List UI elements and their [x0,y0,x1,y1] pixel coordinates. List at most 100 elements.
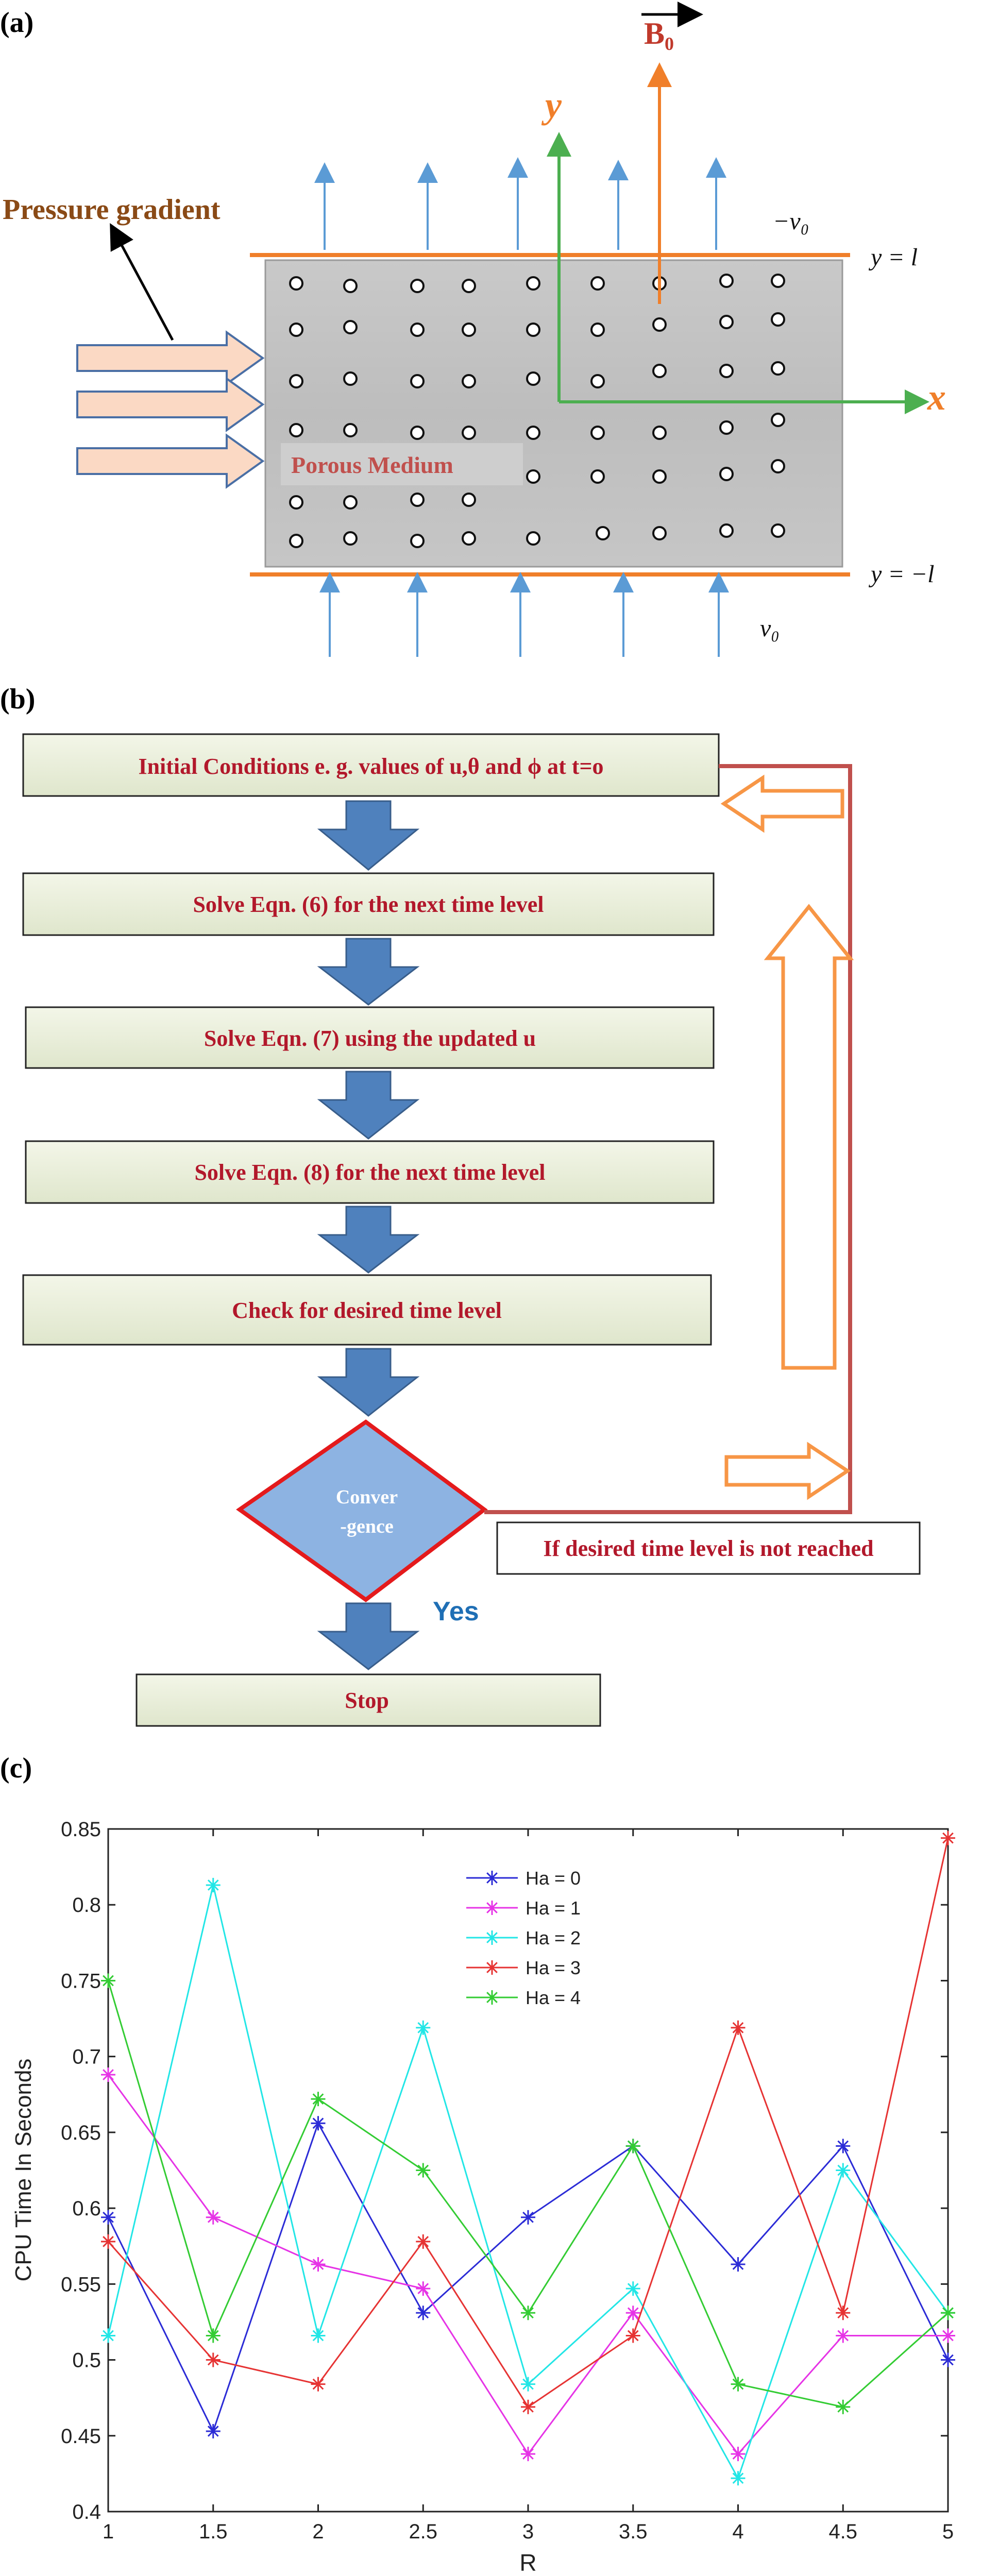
step5-text: Check for desired time level [232,1298,502,1323]
legend-label-3: Ha = 3 [526,1957,581,1978]
pressure-pointer-arrow [110,223,174,341]
data-point-marker [101,2210,115,2225]
top-suction-arrows [314,157,726,250]
x-tick-label: 5 [942,2520,954,2543]
data-point-marker [625,2139,640,2154]
step4-text: Solve Eqn. (8) for the next time level [194,1160,545,1185]
y-tick-label: 0.45 [61,2425,101,2448]
y-tick-label: 0.75 [61,1970,101,1992]
down-arrows [317,800,420,1670]
data-point-marker [941,1831,955,1845]
legend-label-0: Ha = 0 [526,1868,581,1889]
legend-label-4: Ha = 4 [526,1987,581,2008]
bottom-wall-label: y = −l [868,561,934,588]
data-point-marker [416,2020,431,2035]
medium-label-bg [281,443,523,485]
data-point-marker [521,2306,535,2320]
stop-box [136,1673,601,1727]
data-point-marker [731,2377,746,2392]
y-tick-label: 0.8 [72,1894,101,1917]
data-point-marker [206,2328,221,2343]
loop-direction-arrows [720,774,854,1500]
data-point-marker [311,2328,326,2343]
x-tick-label: 2 [312,2520,324,2543]
panel-label-b: (b) [0,683,35,715]
x-tick-label: 3 [522,2520,534,2543]
y-tick-label: 0.6 [72,2197,101,2220]
data-point-marker [416,2163,431,2178]
loop-label-box [496,1521,921,1575]
data-point-marker [521,2447,535,2462]
data-point-marker [311,2092,326,2107]
data-point-marker [485,1901,499,1915]
panel-label-a: (a) [0,7,33,39]
pressure-gradient-label: Pressure gradient [3,194,221,226]
pressure-arrows [76,330,265,489]
data-point-marker [941,2306,955,2320]
bottom-velocity-label: v₀ [760,615,780,642]
data-point-marker [836,2306,851,2320]
data-point-marker [206,2210,221,2225]
data-point-marker [625,2281,640,2296]
data-point-marker [836,2163,851,2178]
panel-label-c: (c) [0,1752,32,1784]
data-point-marker [836,2328,851,2343]
porous-medium-label: Porous Medium [291,452,453,478]
step1-box [22,733,720,797]
y-ticks: 0.40.450.50.550.60.650.70.750.80.85 [61,1818,948,2523]
data-point-marker [206,1877,221,1892]
y-tick-label: 0.85 [61,1818,101,1841]
legend-label-1: Ha = 1 [526,1897,581,1919]
convergence-diamond [236,1419,488,1602]
data-point-marker [521,2210,535,2225]
step3-box [25,1006,715,1069]
data-point-marker [416,2234,431,2249]
data-point-marker [731,2020,746,2035]
x-axis-label: x [927,377,946,418]
data-point-marker [941,2328,955,2343]
y-tick-label: 0.4 [72,2501,101,2523]
data-point-marker [101,2328,115,2343]
data-point-marker [485,1990,499,2005]
y-tick-label: 0.65 [61,2122,101,2144]
data-point-marker [521,2377,535,2392]
data-point-marker [311,2377,326,2392]
step2-box [22,872,715,936]
decision-text-2: -gence [340,1516,393,1537]
data-point-marker [311,2257,326,2272]
diagram-a: Porous Medium Pressure gradient y [3,2,946,657]
step5-box [22,1274,712,1346]
data-point-marker [521,2399,535,2414]
data-point-marker [836,2139,851,2154]
y-axis-label: y [541,84,562,126]
x-tick-label: 3.5 [619,2520,648,2543]
data-point-marker [101,2234,115,2249]
data-point-marker [485,1960,499,1975]
legend: Ha = 0Ha = 1Ha = 2Ha = 3Ha = 4 [466,1868,581,2008]
loop-back-line [484,764,852,1514]
step4-box [25,1140,715,1204]
data-point-marker [206,2424,221,2438]
step1-text: Initial Conditions e. g. values of u,θ a… [138,754,603,779]
data-point-marker [101,1973,115,1988]
data-point-marker [416,2306,431,2320]
top-velocity-label: −v₀ [773,208,809,235]
x-axis-title: R [519,2549,536,2576]
x-tick-label: 4 [732,2520,743,2543]
data-point-marker [731,2471,746,2486]
x-tick-label: 2.5 [409,2520,437,2543]
data-point-marker [941,2352,955,2367]
data-point-marker [416,2281,431,2296]
bottom-injection-arrows [319,572,729,657]
yes-label: Yes [433,1597,479,1626]
data-point-marker [731,2257,746,2272]
x-tick-label: 1 [103,2520,114,2543]
data-point-marker [206,2352,221,2367]
data-point-marker [311,2116,326,2131]
y-axis-title: CPU Time In Seconds [11,2059,36,2282]
stop-text: Stop [345,1688,389,1713]
data-point-marker [625,2328,640,2343]
decision-text-1: Conver [336,1486,398,1508]
